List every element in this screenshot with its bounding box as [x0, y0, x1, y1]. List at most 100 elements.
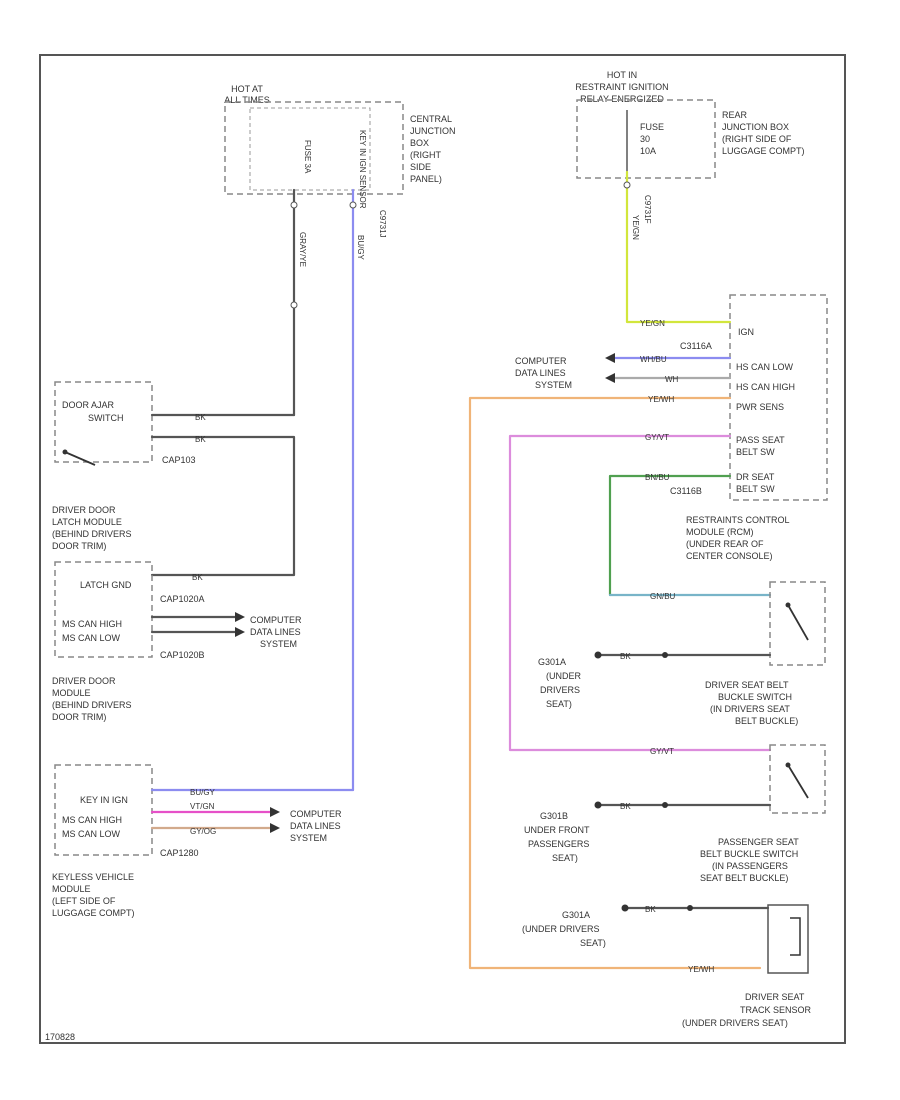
arrow-keyless-magenta: [270, 807, 280, 817]
keyless-row3: MS CAN LOW: [62, 829, 121, 839]
rcm-row1: HS CAN LOW: [736, 362, 794, 372]
central-junction-line2: JUNCTION: [410, 126, 456, 136]
rcm-wire-blue-label: WH/BU: [640, 355, 667, 364]
passenger-buckle-gnd-label: BK: [620, 802, 631, 811]
driver-door-module-line2: MODULE: [52, 688, 91, 698]
passenger-buckle-line4: SEAT BELT BUCKLE): [700, 873, 788, 883]
rcm-label-line4: CENTER CONSOLE): [686, 551, 773, 561]
rear-junction-line2: JUNCTION BOX: [722, 122, 789, 132]
wire-yellow-vertical: [625, 170, 732, 324]
door-ajar-connector-label: CAP103: [162, 455, 196, 465]
arrow-latch-can-high: [235, 612, 245, 622]
door-ajar-line2: SWITCH: [88, 413, 124, 423]
hot-left-line1: HOT AT: [231, 84, 263, 94]
track-sensor-line1: DRIVER SEAT: [745, 992, 805, 1002]
latch-row3: MS CAN LOW: [62, 633, 121, 643]
passenger-buckle-switch-pivot: [785, 762, 791, 768]
arrow-rcm-blue: [605, 353, 615, 363]
keyless-wire-blue-label: BU/GY: [190, 788, 216, 797]
door-ajar-switch-contact: [64, 451, 96, 466]
latch-connector-b: CAP1020B: [160, 650, 205, 660]
rcm-row4: PASS SEAT: [736, 435, 785, 445]
g-track-line1: G301A: [562, 910, 590, 920]
rcm-wire-green-label: BN/BU: [645, 473, 670, 482]
keyless-row1: KEY IN IGN: [80, 795, 128, 805]
central-junction-line3: BOX: [410, 138, 429, 148]
g-track-line2: (UNDER DRIVERS: [522, 924, 600, 934]
keyless-module-outline: [54, 764, 153, 856]
ground-dot-driver-2: [662, 652, 668, 658]
switch-wire-pink2-label: GY/VT: [650, 747, 674, 756]
keyless-data-lines-line1: COMPUTER: [290, 809, 342, 819]
latch-data-lines-line2: DATA LINES: [250, 627, 301, 637]
rcm-data-lines-line2: DATA LINES: [515, 368, 566, 378]
driver-door-module-line1: DRIVER DOOR: [52, 676, 116, 686]
rcm-label-line1: RESTRAINTS CONTROL: [686, 515, 790, 525]
rear-fuse-line1: FUSE: [640, 122, 664, 132]
ground-dot-track-2: [687, 905, 693, 911]
connector-c9731f-label: C9731F: [643, 195, 652, 224]
driver-buckle-switch-outline: [769, 581, 826, 666]
rcm-wire-pink-label: GY/VT: [645, 433, 669, 442]
keyless-data-lines-line2: DATA LINES: [290, 821, 341, 831]
fuse-block-left: [249, 107, 371, 191]
rcm-row5: BELT SW: [736, 447, 775, 457]
passenger-buckle-switch-outline: [769, 744, 826, 814]
rcm-row3: PWR SENS: [736, 402, 784, 412]
wire-rcm-orange: [468, 396, 762, 970]
track-sensor-line2: TRACK SENSOR: [740, 1005, 812, 1015]
ground-dot-driver-1: [594, 651, 602, 659]
passenger-buckle-switch-contact: [787, 764, 809, 799]
driver-buckle-line1: DRIVER SEAT BELT: [705, 680, 789, 690]
driver-door-module-line4: DOOR TRIM): [52, 712, 106, 722]
g-passenger-line1: G301B: [540, 811, 568, 821]
rcm-wire-orange-label: YE/WH: [648, 395, 674, 404]
keyless-data-lines-line3: SYSTEM: [290, 833, 327, 843]
driver-door-latch-line3: (BEHIND DRIVERS: [52, 529, 132, 539]
wire-gray-vertical-label: GRAY/YE: [298, 232, 307, 267]
connector-c9731-label: C9731J: [378, 210, 387, 238]
ground-dot-track-1: [621, 904, 629, 912]
central-junction-box-outline: [224, 101, 404, 195]
rcm-data-lines-line3: SYSTEM: [535, 380, 572, 390]
central-junction-line1: CENTRAL: [410, 114, 452, 124]
latch-data-lines-line1: COMPUTER: [250, 615, 302, 625]
switch-wire-teal-label: GN/BU: [650, 592, 676, 601]
figure-id: 170828: [45, 1032, 75, 1042]
door-ajar-wire-label-top: BK: [195, 413, 206, 422]
hot-right-line3: RELAY ENERGIZED: [580, 94, 664, 104]
hot-right-line2: RESTRAINT IGNITION: [575, 82, 668, 92]
passenger-buckle-line2: BELT BUCKLE SWITCH: [700, 849, 798, 859]
rcm-outline: [729, 294, 828, 501]
hot-left-line2: ALL TIMES: [224, 95, 270, 105]
latch-connector-a: CAP1020A: [160, 594, 205, 604]
driver-buckle-switch-contact: [787, 604, 809, 641]
driver-door-latch-line2: LATCH MODULE: [52, 517, 122, 527]
driver-buckle-switch-pivot: [785, 602, 791, 608]
connector-pin-gray: [290, 301, 298, 309]
rcm-label-line2: MODULE (RCM): [686, 527, 754, 537]
wire-yellow-vertical-label: YE/GN: [631, 215, 640, 240]
track-sensor-line3: (UNDER DRIVERS SEAT): [682, 1018, 788, 1028]
connector-pin-blue-top: [349, 201, 357, 209]
hot-right-line1: HOT IN: [607, 70, 637, 80]
track-sensor-element: [790, 917, 801, 956]
driver-buckle-gnd-label: BK: [620, 652, 631, 661]
g-driver-line4: SEAT): [546, 699, 572, 709]
rcm-row7: BELT SW: [736, 484, 775, 494]
driver-door-latch-line1: DRIVER DOOR: [52, 505, 116, 515]
keyless-wire-pink-label: VT/GN: [190, 802, 215, 811]
central-junction-line4: (RIGHT: [410, 150, 441, 160]
connector-pin-yellow: [623, 181, 631, 189]
arrow-rcm-white: [605, 373, 615, 383]
latch-row2: MS CAN HIGH: [62, 619, 122, 629]
driver-door-latch-line4: DOOR TRIM): [52, 541, 106, 551]
central-junction-line6: PANEL): [410, 174, 442, 184]
g-track-line3: SEAT): [580, 938, 606, 948]
keyless-wire-tan-label: GY/OG: [190, 827, 216, 836]
g-driver-line3: DRIVERS: [540, 685, 580, 695]
wire-rcm-pink: [508, 434, 772, 752]
rear-junction-line4: LUGGAGE COMPT): [722, 146, 805, 156]
rcm-row6: DR SEAT: [736, 472, 775, 482]
rear-junction-box-outline: [576, 99, 716, 179]
